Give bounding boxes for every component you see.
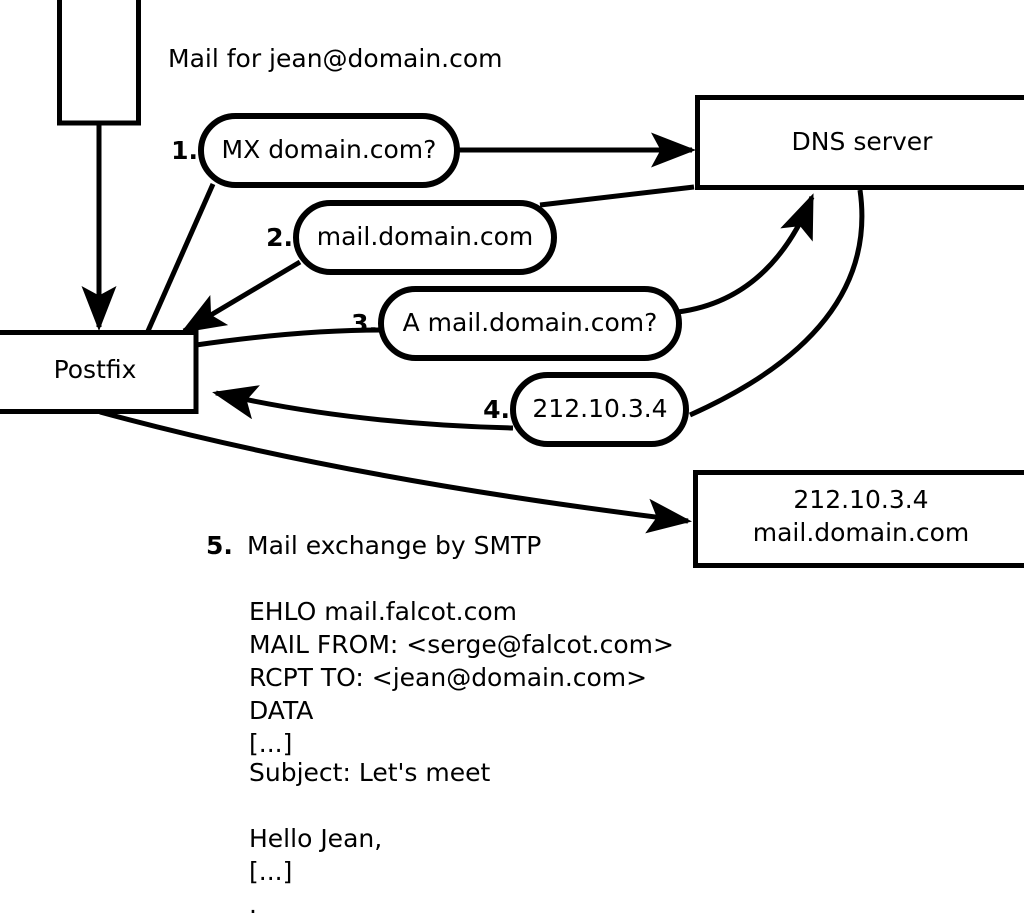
transcript-line: EHLO mail.falcot.com: [249, 597, 517, 626]
step-4-number: 4.: [483, 395, 510, 424]
edge-step3-to-dns: [677, 193, 815, 315]
node-postfix-label: Postfix: [54, 355, 137, 384]
node-dns-box[interactable]: [695, 95, 1024, 190]
step-1-label: MX domain.com?: [222, 135, 437, 164]
transcript-line: Subject: Let's meet: [249, 758, 490, 787]
transcript-line: MAIL FROM: <serge@falcot.com>: [249, 630, 674, 659]
node-mailserver-ip: 212.10.3.4: [793, 485, 928, 514]
step-5-label: Mail exchange by SMTP: [247, 531, 541, 560]
transcript-line: RCPT TO: <jean@domain.com>: [249, 663, 647, 692]
transcript-line: DATA: [249, 696, 313, 725]
edge-step4-to-postfix: [212, 385, 514, 431]
step-3-number: 3.: [351, 309, 378, 338]
transcript-line: Hello Jean,: [249, 824, 382, 853]
edge-dns-to-step4: [688, 189, 865, 418]
node-mailserver-box[interactable]: [693, 470, 1024, 568]
step-3-label: A mail.domain.com?: [403, 308, 658, 337]
edge-postfix-to-step1: [145, 182, 216, 333]
step-1-number: 1.: [171, 136, 198, 165]
diagram-title: Mail for jean@domain.com: [168, 44, 503, 73]
transcript-line: [...]: [249, 729, 292, 758]
step-4-label: 212.10.3.4: [532, 394, 667, 423]
step-2-bubble[interactable]: [293, 200, 557, 275]
node-dns-label: DNS server: [792, 127, 934, 156]
node-client-box[interactable]: [57, 0, 141, 126]
transcript-line: [...]: [249, 857, 292, 886]
transcript-line: .: [249, 890, 257, 919]
node-mailserver-hostname: mail.domain.com: [753, 518, 969, 547]
step-5-number: 5.: [206, 531, 233, 560]
edge-postfix-to-mailserver: [99, 409, 692, 534]
step-3-bubble[interactable]: [378, 286, 682, 361]
smtp-transcript: EHLO mail.falcot.com MAIL FROM: <serge@f…: [249, 597, 674, 919]
step-2-label: mail.domain.com: [317, 222, 533, 251]
edge-postfix-to-step3: [195, 327, 382, 348]
node-postfix-box[interactable]: [0, 330, 199, 414]
edge-step2-to-postfix: [180, 259, 302, 334]
step-2-number: 2.: [266, 223, 293, 252]
step-4-bubble[interactable]: [510, 372, 689, 447]
step-1-bubble[interactable]: [198, 113, 460, 188]
edge-dns-to-step2: [539, 184, 695, 208]
